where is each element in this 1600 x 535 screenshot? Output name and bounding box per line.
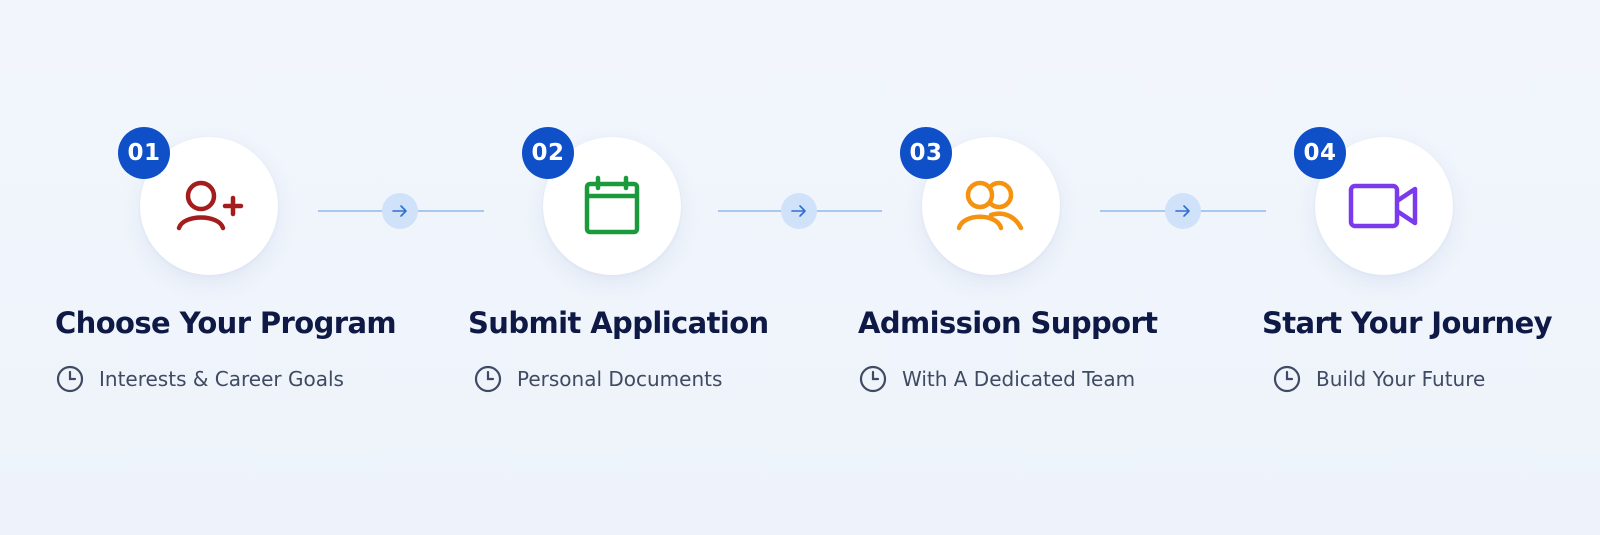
clock-icon (859, 365, 887, 393)
step-2-number-badge: 02 (522, 127, 574, 179)
clock-icon (474, 365, 502, 393)
connector-arrow (1165, 193, 1201, 229)
video-camera-icon (1348, 183, 1418, 229)
connector-2 (718, 193, 882, 229)
step-3-subtitle-text: With A Dedicated Team (902, 367, 1136, 391)
connector-1 (318, 193, 484, 229)
users-icon (956, 180, 1024, 231)
calendar-icon (584, 175, 640, 235)
step-3-subtitle: With A Dedicated Team (858, 364, 1135, 394)
arrow-right-icon (791, 205, 806, 217)
step-4-subtitle: Build Your Future (1272, 364, 1485, 394)
arrow-right-icon (392, 205, 407, 217)
step-1-subtitle-text: Interests & Career Goals (99, 367, 344, 391)
step-1-title: Choose Your Program (55, 306, 397, 340)
step-2-title: Submit Application (468, 306, 769, 340)
step-4-number-badge: 04 (1294, 127, 1346, 179)
connector-arrow (781, 193, 817, 229)
clock-icon (56, 365, 84, 393)
step-4-subtitle-text: Build Your Future (1316, 367, 1486, 391)
clock-icon (1273, 365, 1301, 393)
step-3-icon-circle (922, 137, 1060, 275)
step-1-number-badge: 01 (118, 127, 170, 179)
step-3-title: Admission Support (858, 306, 1158, 340)
connector-3 (1100, 193, 1266, 229)
add-user-icon (176, 180, 244, 231)
step-1-subtitle: Interests & Career Goals (55, 364, 344, 394)
step-4-title: Start Your Journey (1262, 306, 1553, 340)
arrow-right-icon (1175, 205, 1190, 217)
connector-arrow (382, 193, 418, 229)
step-3-number-badge: 03 (900, 127, 952, 179)
step-2-icon-circle (543, 137, 681, 275)
step-2-subtitle: Personal Documents (473, 364, 722, 394)
step-2-subtitle-text: Personal Documents (517, 367, 723, 391)
